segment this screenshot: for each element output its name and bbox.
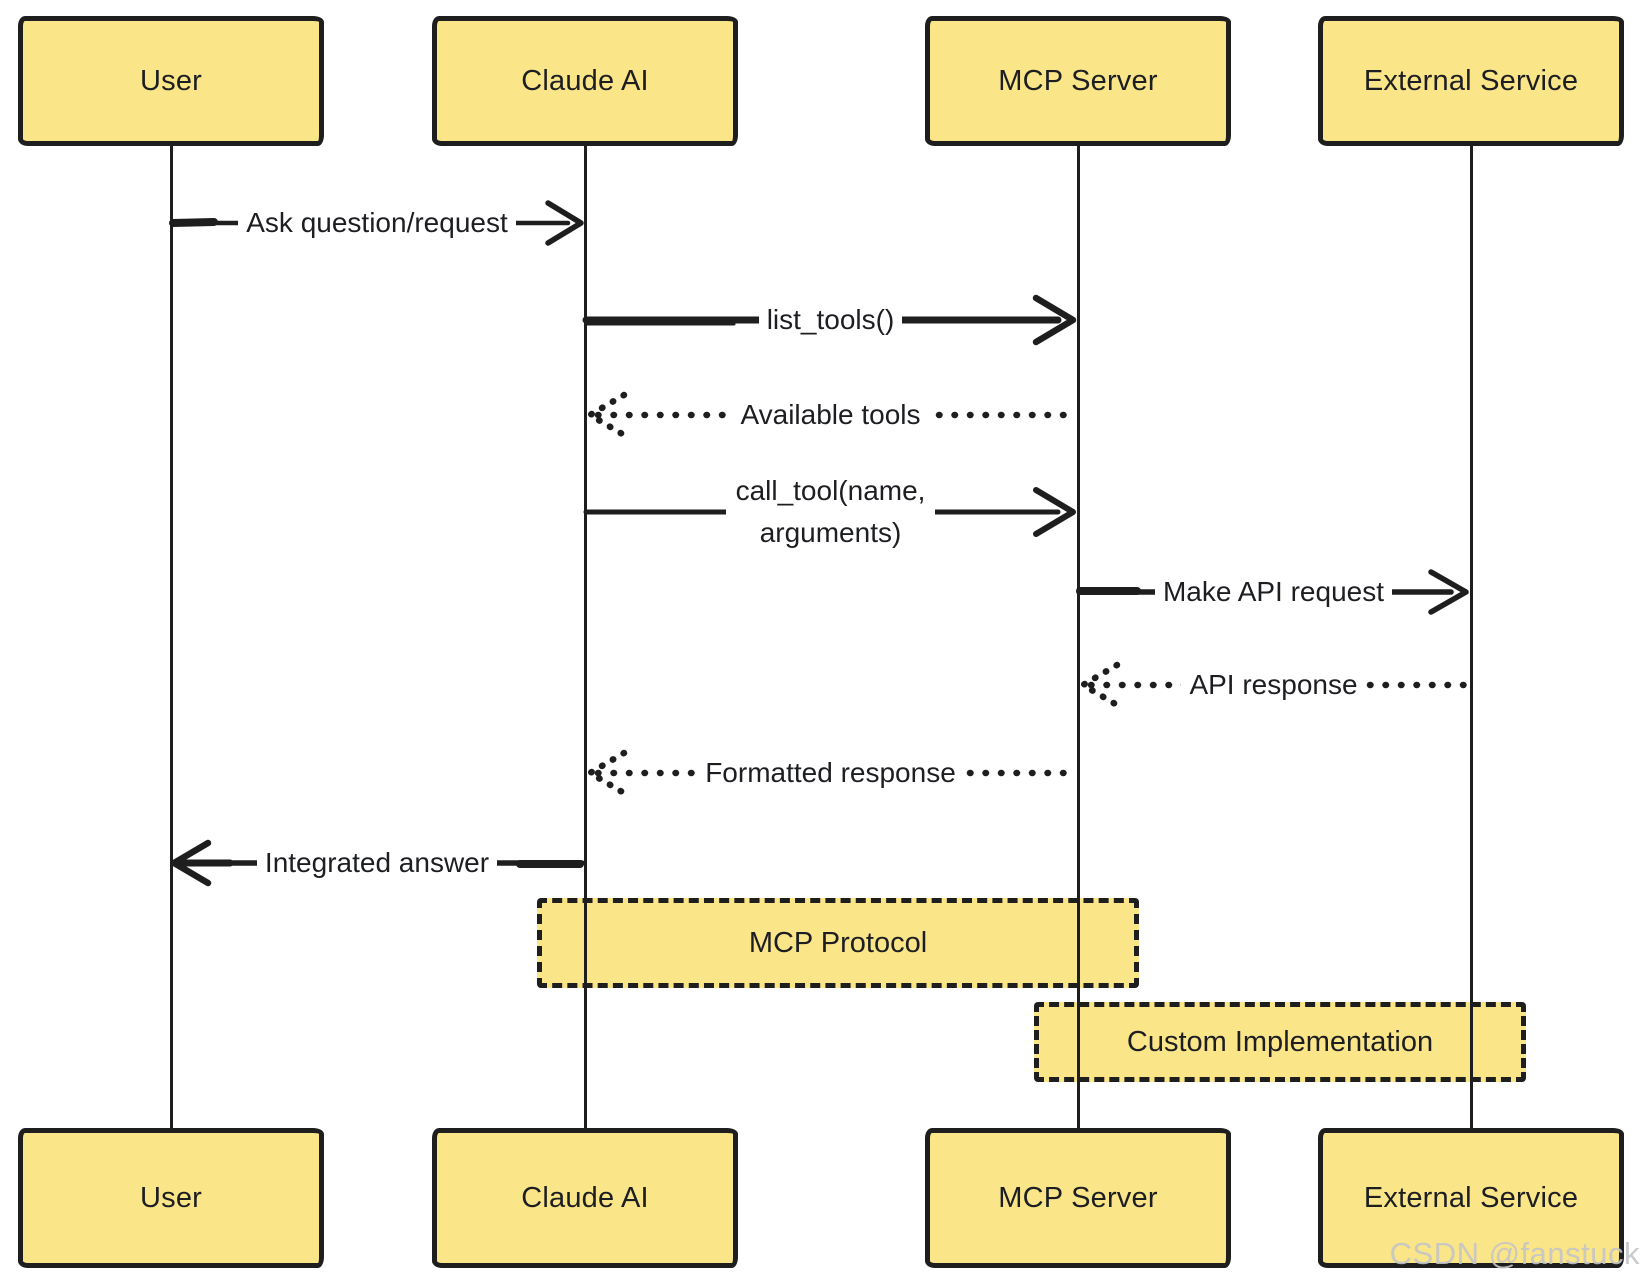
lifeline-user [170,146,173,1130]
lifeline-external [1470,146,1473,1130]
watermark: CSDN @fanstuck [1389,1236,1640,1271]
arrowhead-left-dotted-icon [586,391,628,439]
message-integrated-answer: Integrated answer [170,823,585,903]
message-make-api-request: Make API request [1076,552,1470,632]
actor-mcp-bottom: MCP Server [925,1128,1231,1268]
actor-claude-bottom-label: Claude AI [521,1181,649,1214]
message-available-tools: Available tools [584,375,1078,455]
actor-external-bottom-label: External Service [1363,1181,1579,1214]
actor-claude-top-label: Claude AI [521,64,649,97]
frame-custom-implementation: Custom Implementation [1034,1002,1526,1082]
actor-external-top-label: External Service [1363,64,1579,97]
arrowhead-right-icon [1032,294,1077,346]
actor-mcp-top-label: MCP Server [998,64,1158,97]
message-call-tool: call_tool(name, arguments) [583,468,1077,556]
actor-user-bottom: User [18,1128,324,1268]
actor-user-top-label: User [139,64,203,97]
arrowhead-right-icon [1428,569,1469,615]
actor-external-top: External Service [1318,16,1624,146]
actor-mcp-top: MCP Server [925,16,1231,146]
message-ask-question: Ask question/request [169,183,584,263]
actor-claude-bottom: Claude AI [432,1128,738,1268]
lifeline-mcp [1077,146,1080,1130]
actor-claude-top: Claude AI [432,16,738,146]
arrowhead-right-icon [545,200,584,246]
actor-mcp-bottom-label: MCP Server [998,1181,1158,1214]
frame-custom-implementation-label: Custom Implementation [1126,1025,1434,1058]
arrowhead-left-dotted-icon [1079,661,1121,709]
frame-mcp-protocol-label: MCP Protocol [748,926,928,959]
message-formatted-response: Formatted response [584,733,1078,813]
actor-external-bottom: External Service [1318,1128,1624,1268]
arrow-tail-stroke [169,218,218,227]
message-api-response: API response [1077,645,1471,725]
frame-mcp-protocol: MCP Protocol [537,898,1139,988]
lifeline-claude [584,146,587,1130]
actor-user-top: User [18,16,324,146]
arrowhead-right-icon [1033,487,1076,537]
message-list-tools: list_tools() [582,280,1077,360]
actor-user-bottom-label: User [139,1181,203,1214]
arrowhead-left-dotted-icon [586,749,628,797]
